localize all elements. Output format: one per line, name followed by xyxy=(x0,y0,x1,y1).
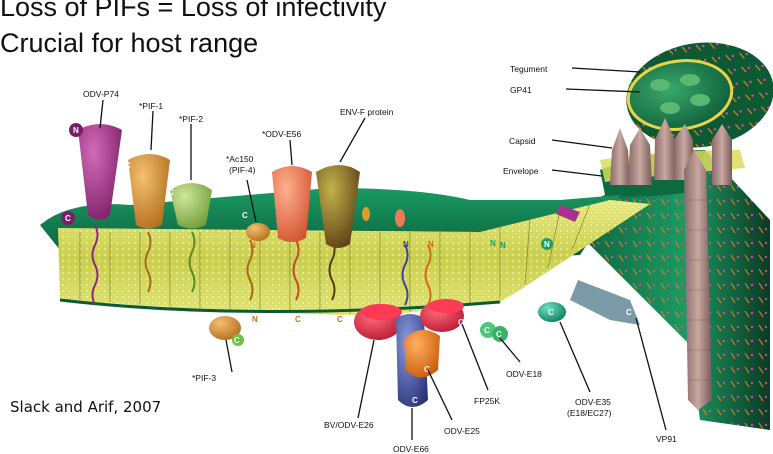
protein-odv-e25 xyxy=(404,330,440,378)
terminus-c: C xyxy=(65,214,71,223)
terminus-c: C xyxy=(125,161,131,170)
terminus-c: C xyxy=(168,188,174,197)
label-pif-2: *PIF-2 xyxy=(179,114,203,124)
terminus-c: C xyxy=(234,336,240,345)
terminus-n: N xyxy=(428,240,434,249)
label-odv-e25: ODV-E25 xyxy=(444,426,480,436)
protein-bv-odv-e26 xyxy=(354,304,402,340)
label-odv-e66: ODV-E66 xyxy=(393,444,429,454)
label-tegument: Tegument xyxy=(510,64,548,74)
terminus-n: N xyxy=(490,239,496,248)
terminus-n: N xyxy=(403,240,409,249)
label-vp91: VP91 xyxy=(656,434,677,444)
terminus-c: C xyxy=(496,330,502,339)
label-odv-e35: ODV-E35 xyxy=(575,397,611,407)
protein-ac150 xyxy=(246,223,270,241)
label-pif-4: (PIF-4) xyxy=(229,165,256,175)
terminus-c: C xyxy=(242,211,248,220)
label-ac150: *Ac150 xyxy=(226,154,254,164)
label-envelope: Envelope xyxy=(503,166,539,176)
label-pif-3: *PIF-3 xyxy=(192,373,216,383)
label-odv-p74: ODV-P74 xyxy=(83,89,119,99)
terminus-n: N xyxy=(544,240,550,249)
label-e18-ec27: (E18/EC27) xyxy=(567,408,612,418)
protein-odv-e56 xyxy=(272,166,312,242)
terminus-n: N xyxy=(73,126,79,135)
terminus-c: C xyxy=(626,308,632,317)
citation-text: Slack and Arif, 2007 xyxy=(10,398,161,416)
terminus-n: N xyxy=(250,241,256,250)
terminus-c: C xyxy=(484,326,490,335)
label-gp41: GP41 xyxy=(510,85,532,95)
label-bv-odv-e26: BV/ODV-E26 xyxy=(324,420,374,430)
terminus-n: N xyxy=(252,315,258,324)
label-pif-1: *PIF-1 xyxy=(139,101,163,111)
label-odv-e18: ODV-E18 xyxy=(506,369,542,379)
terminus-c: C xyxy=(337,315,343,324)
terminus-c: C xyxy=(295,315,301,324)
protein-vp91 xyxy=(570,280,640,325)
label-env-f: ENV-F protein xyxy=(340,107,394,117)
label-odv-e56: *ODV-E56 xyxy=(262,129,301,139)
terminus-c: C xyxy=(412,396,418,405)
label-fp25k: FP25K xyxy=(474,396,500,406)
terminus-n: N xyxy=(500,241,506,250)
terminus-c: C xyxy=(548,308,554,317)
label-capsid: Capsid xyxy=(509,136,536,146)
